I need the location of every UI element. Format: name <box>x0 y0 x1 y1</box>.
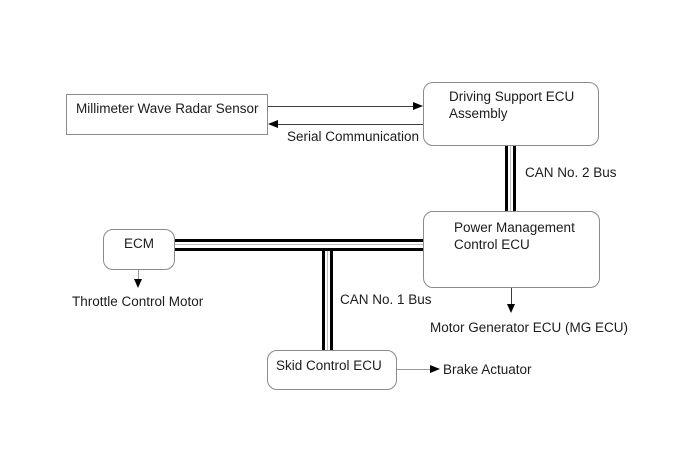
node-label: Skid Control ECU <box>276 358 382 373</box>
arrow-dsecu-to-radar-line <box>278 124 423 125</box>
node-label: Millimeter Wave Radar Sensor <box>76 101 259 116</box>
label-can-no1-bus: CAN No. 1 Bus <box>340 292 432 307</box>
arrow-dsecu-to-radar-head <box>268 120 278 128</box>
can-no1-bus-branch <box>322 243 333 350</box>
label-serial-communication: Serial Communication <box>287 129 420 144</box>
node-driving-support-ecu-assembly: Driving Support ECU Assembly <box>423 82 599 146</box>
node-label: Power Management Control ECU <box>454 220 575 252</box>
label-can-no2-bus: CAN No. 2 Bus <box>525 165 617 180</box>
node-power-management-control-ecu: Power Management Control ECU <box>423 211 600 288</box>
label-throttle-control-motor: Throttle Control Motor <box>72 294 204 309</box>
arrow-skid-to-brake-head <box>430 365 440 373</box>
can-no1-bus-line <box>175 239 423 251</box>
arrow-radar-to-dsecu-head <box>413 102 423 110</box>
arrow-pm-to-mg-head <box>507 304 515 313</box>
node-label: Driving Support ECU Assembly <box>449 89 575 121</box>
arrow-ecm-to-throttle-line <box>138 270 139 281</box>
node-ecm: ECM <box>103 229 175 270</box>
arrow-pm-to-mg-line <box>511 288 512 305</box>
node-label: ECM <box>124 236 154 251</box>
arrow-ecm-to-throttle-head <box>134 279 142 288</box>
can-no2-bus-line <box>505 146 516 211</box>
arrow-radar-to-dsecu-line <box>268 106 415 107</box>
node-millimeter-wave-radar-sensor: Millimeter Wave Radar Sensor <box>66 94 268 135</box>
node-skid-control-ecu: Skid Control ECU <box>267 350 397 390</box>
label-brake-actuator: Brake Actuator <box>443 362 532 377</box>
label-motor-generator-ecu: Motor Generator ECU (MG ECU) <box>430 320 629 335</box>
arrow-skid-to-brake-line <box>397 369 430 370</box>
